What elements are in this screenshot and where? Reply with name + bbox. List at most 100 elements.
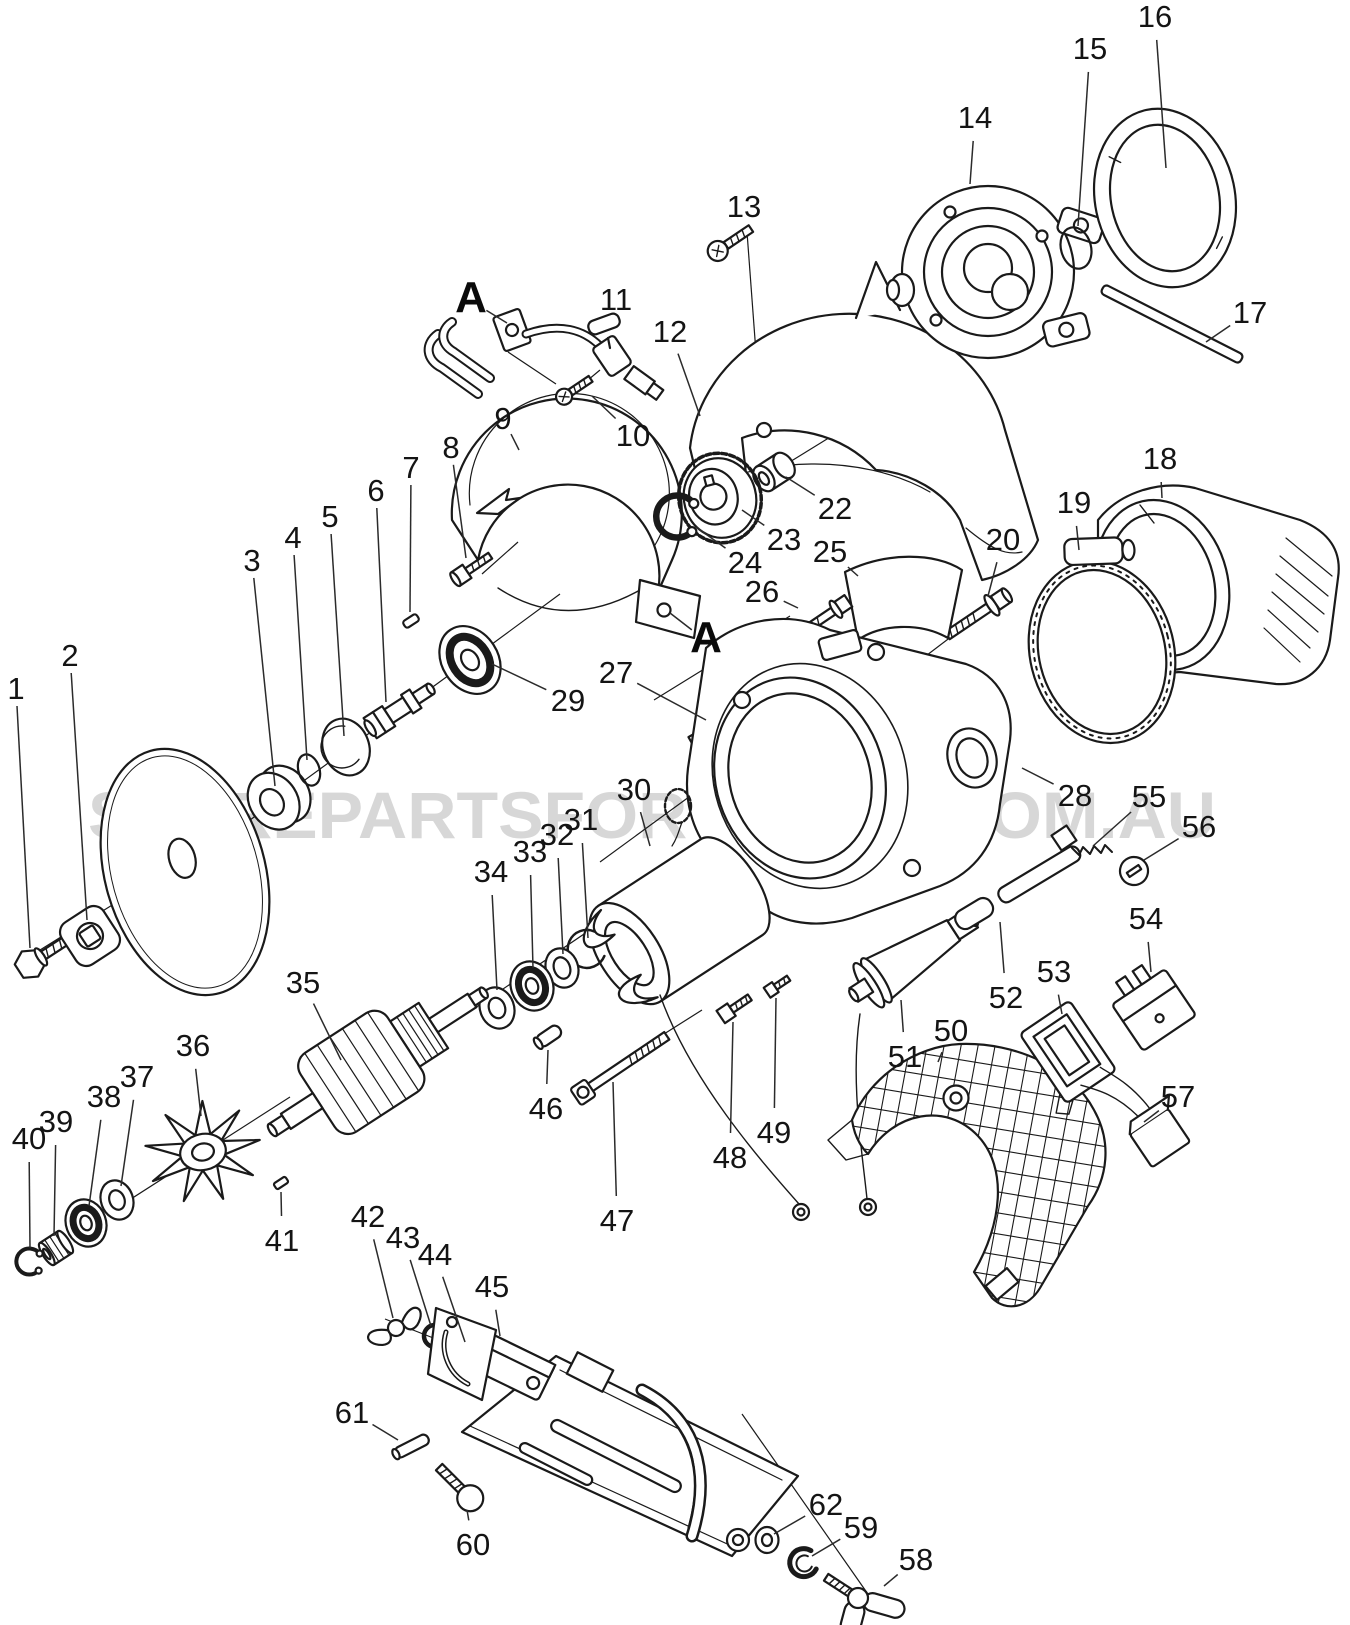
part-wing-nut-42 bbox=[367, 1306, 422, 1347]
part-label-44-435: 44 bbox=[418, 1237, 466, 1343]
part-label-7-411: 7 bbox=[402, 450, 420, 613]
part-label-text: 29 bbox=[551, 683, 585, 718]
leader-line bbox=[677, 353, 701, 417]
part-label-5-330: 5 bbox=[321, 499, 345, 737]
part-collar-22 bbox=[752, 451, 796, 493]
part-label-27-616: 27 bbox=[599, 655, 707, 721]
part-label-text: 55 bbox=[1132, 779, 1166, 814]
part-label-text: 12 bbox=[653, 314, 687, 349]
part-label-22-835: 22 bbox=[785, 476, 852, 526]
part-label-17-1250: 17 bbox=[1205, 295, 1267, 343]
ref-label-a-706: A bbox=[669, 612, 722, 662]
leader-line bbox=[785, 476, 816, 496]
part-rod-17 bbox=[1100, 284, 1244, 364]
part-snap-ring-24 bbox=[653, 492, 700, 541]
leader-line bbox=[1075, 525, 1080, 551]
part-label-text: 14 bbox=[958, 100, 992, 135]
part-label-51-905: 51 bbox=[888, 999, 922, 1074]
leader-line bbox=[1143, 1110, 1160, 1123]
leader-line bbox=[847, 566, 859, 577]
part-label-text: 24 bbox=[728, 545, 762, 580]
part-washer-37 bbox=[99, 1179, 135, 1221]
leader-line bbox=[53, 1144, 57, 1237]
leader-line bbox=[372, 1239, 394, 1319]
part-pin-61 bbox=[391, 1433, 430, 1461]
part-bolt-60 bbox=[434, 1462, 485, 1513]
part-label-30-634: 30 bbox=[617, 772, 651, 847]
part-label-18-1160: 18 bbox=[1143, 441, 1177, 499]
part-gear-23 bbox=[676, 451, 764, 545]
leader-line bbox=[557, 857, 564, 955]
part-label-46-546: 46 bbox=[529, 1049, 563, 1126]
part-label-text: 36 bbox=[176, 1028, 210, 1063]
part-label-text: 41 bbox=[265, 1223, 299, 1258]
leader-line bbox=[491, 894, 498, 991]
part-lock-washer-59 bbox=[787, 1546, 819, 1580]
part-label-text: 32 bbox=[540, 817, 574, 852]
part-clamp-band-19 bbox=[1027, 536, 1177, 745]
part-screw-13 bbox=[706, 224, 755, 263]
part-label-text: 48 bbox=[713, 1140, 747, 1175]
part-label-text: 34 bbox=[474, 854, 508, 889]
leader-line bbox=[280, 1191, 283, 1217]
part-label-text: 57 bbox=[1161, 1079, 1195, 1114]
ref-label-text: A bbox=[690, 613, 722, 662]
part-washer-34 bbox=[478, 986, 516, 1030]
leader-line bbox=[376, 507, 387, 703]
leader-line bbox=[987, 562, 998, 597]
part-label-text: 39 bbox=[39, 1104, 73, 1139]
part-label-text: 46 bbox=[529, 1091, 563, 1126]
part-oil-tube-assembly-A bbox=[423, 308, 665, 401]
leader-line bbox=[773, 1515, 806, 1535]
part-label-3-252: 3 bbox=[243, 543, 276, 787]
leader-line bbox=[529, 874, 534, 969]
part-blade-disc bbox=[99, 747, 271, 997]
part-label-text: 35 bbox=[286, 965, 320, 1000]
part-screw-20 bbox=[943, 587, 1014, 641]
part-o-ring-4 bbox=[296, 753, 322, 787]
part-label-text: 2 bbox=[61, 638, 78, 673]
part-gear-housing-14 bbox=[885, 184, 1106, 360]
part-label-text: 37 bbox=[120, 1059, 154, 1094]
part-label-text: 49 bbox=[757, 1115, 791, 1150]
part-fan-36 bbox=[144, 1099, 261, 1203]
part-label-26-762: 26 bbox=[745, 574, 799, 609]
part-label-text: 18 bbox=[1143, 441, 1177, 476]
leader-line bbox=[581, 842, 589, 939]
part-label-text: 7 bbox=[402, 450, 419, 485]
part-label-text: 50 bbox=[934, 1013, 968, 1048]
leader-line bbox=[591, 395, 617, 420]
part-label-28-1075: 28 bbox=[1021, 767, 1092, 813]
part-label-41-282: 41 bbox=[265, 1191, 299, 1258]
leader-line bbox=[510, 433, 520, 451]
leader-line bbox=[452, 464, 467, 559]
part-label-text: 10 bbox=[616, 418, 650, 453]
part-label-text: 9 bbox=[494, 401, 511, 436]
part-label-38-104: 38 bbox=[87, 1079, 121, 1207]
part-stator-30 bbox=[582, 836, 771, 1006]
part-wave-ring bbox=[663, 787, 693, 847]
part-label-text: 5 bbox=[321, 499, 338, 534]
wire-terminal bbox=[791, 1202, 811, 1222]
leader-line bbox=[16, 705, 31, 949]
part-label-61-352: 61 bbox=[335, 1395, 399, 1441]
part-label-59-861: 59 bbox=[811, 1510, 878, 1557]
part-label-34-491: 34 bbox=[474, 854, 508, 991]
part-label-13-744: 13 bbox=[727, 189, 761, 224]
part-label-text: 45 bbox=[475, 1269, 509, 1304]
leader-line bbox=[1092, 811, 1132, 847]
part-label-text: 28 bbox=[1058, 778, 1092, 813]
part-label-60-473: 60 bbox=[456, 1509, 490, 1562]
part-label-text: 13 bbox=[727, 189, 761, 224]
part-label-37-137: 37 bbox=[120, 1059, 154, 1187]
part-label-text: 52 bbox=[989, 980, 1023, 1015]
part-label-text: 59 bbox=[844, 1510, 878, 1545]
part-safety-cover-9 bbox=[450, 392, 702, 640]
leader-line bbox=[900, 999, 905, 1033]
part-label-text: 47 bbox=[600, 1203, 634, 1238]
part-label-text: 26 bbox=[745, 574, 779, 609]
part-label-text: 53 bbox=[1037, 954, 1071, 989]
